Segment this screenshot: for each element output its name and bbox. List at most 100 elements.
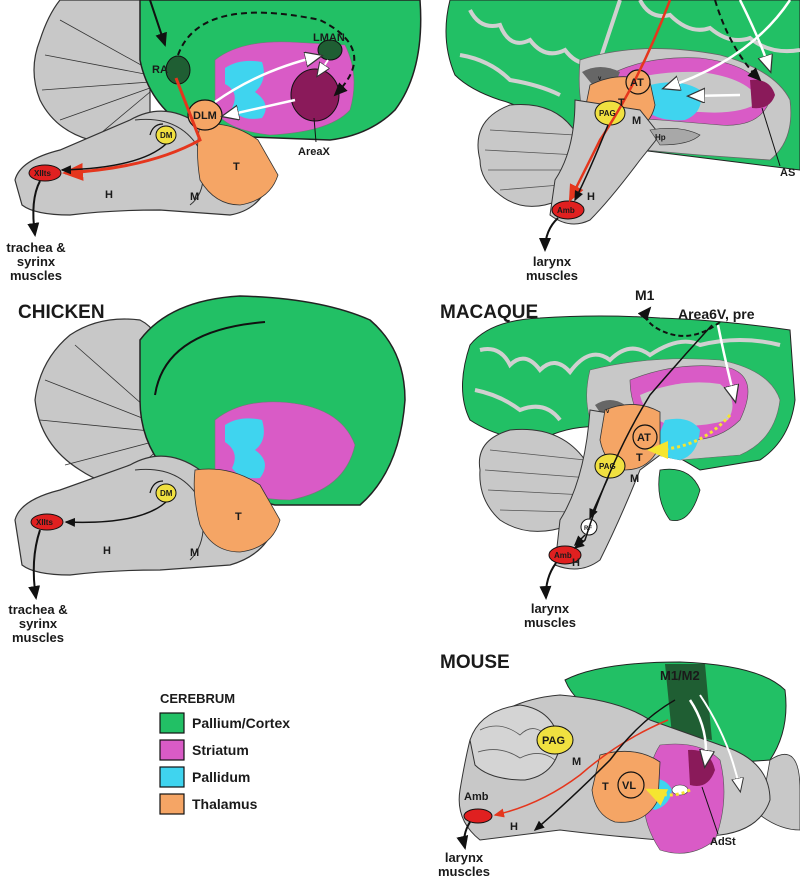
lman-nucleus <box>317 39 343 61</box>
label-xiits: XIIts <box>36 518 53 527</box>
pathway-xiits-to-muscles <box>28 529 41 600</box>
legend-swatch-pallidum <box>159 766 185 788</box>
label-as: AS <box>780 167 795 179</box>
label-muscles-line1: trachea & <box>8 602 67 617</box>
label-hindbrain: H <box>105 189 113 201</box>
legend-label-pallidum: Pallidum <box>192 769 250 785</box>
label-hp: Hp <box>655 133 666 142</box>
pathway-yellow-dorsal <box>647 414 732 459</box>
pathway-white-3 <box>690 95 741 96</box>
pathway-rf-to-amb <box>573 534 586 547</box>
label-vl: VL <box>622 780 636 792</box>
amb-nucleus <box>463 808 493 824</box>
pathway-lman-to-areax <box>318 59 328 75</box>
label-ventricle: v <box>606 409 610 415</box>
thalamus <box>197 123 279 206</box>
pathway-dashed-loop <box>177 11 356 97</box>
label-muscles-line1: larynx <box>533 254 572 269</box>
label-hindbrain: H <box>510 821 518 833</box>
label-midbrain: M <box>190 547 199 559</box>
pathway-dashed <box>714 0 762 82</box>
amb-nucleus <box>551 200 585 220</box>
label-muscles-line2: syrinx <box>17 254 56 269</box>
label-ra: RA <box>152 64 168 76</box>
human-panel: AT T PAG M v Hp Amb H AS larynx muscles <box>445 0 800 283</box>
vl-nucleus <box>617 771 645 799</box>
label-thalamus: T <box>636 452 643 464</box>
label-amb: Amb <box>554 551 572 560</box>
cerebellum <box>34 318 166 491</box>
label-muscles-line2: muscles <box>524 615 576 630</box>
legend-label-pallium: Pallium/Cortex <box>192 715 290 731</box>
macaque-title: MACAQUE <box>440 302 538 323</box>
pathway-cortex-to-amb <box>573 324 713 549</box>
label-adst: AdSt <box>710 836 736 848</box>
label-midbrain: M <box>190 191 199 203</box>
label-muscles-line2: syrinx <box>19 616 58 631</box>
pathway-black-pag-amb <box>574 124 609 202</box>
label-dm: DM <box>160 489 173 498</box>
mouse-title: MOUSE <box>440 652 510 673</box>
pathway-areax-to-dlm <box>224 98 296 116</box>
legend-title: CEREBRUM <box>160 691 235 706</box>
mouse-panel: MOUSE M <box>438 652 800 879</box>
label-muscles-line1: trachea & <box>6 240 65 255</box>
label-ventricle: v <box>598 76 602 82</box>
amb-nucleus <box>548 545 582 565</box>
pallidum <box>225 418 265 479</box>
label-pag: PAG <box>599 462 616 471</box>
label-areax: AreaX <box>298 146 330 158</box>
pathway-xiits-to-muscles <box>27 180 41 237</box>
label-lman: LMAN <box>313 32 345 44</box>
hippocampus <box>649 128 701 146</box>
label-hindbrain: H <box>572 557 580 569</box>
label-muscles-line2: muscles <box>438 864 490 879</box>
label-midbrain: M <box>630 473 639 485</box>
pathway-dashed-loop <box>637 306 721 337</box>
pathway-m1-white-2 <box>699 694 740 790</box>
pathway-amb-to-muscles <box>539 562 557 600</box>
pag-nucleus <box>594 453 626 479</box>
label-hindbrain: H <box>587 191 595 203</box>
label-amb: Amb <box>557 206 575 215</box>
legend-swatch-pallium <box>159 712 185 734</box>
label-at: AT <box>637 432 651 444</box>
pag-nucleus <box>536 725 574 755</box>
pathway-m1-to-striatum-white <box>688 699 706 765</box>
thalamus <box>193 468 281 553</box>
areax-nucleus <box>290 68 340 122</box>
pathway-red-m1-to-amb <box>493 719 669 818</box>
label-xiits: XIIts <box>34 169 51 178</box>
pathway-dm-to-xiits <box>60 143 167 175</box>
pathway-dm-to-xiits <box>64 501 167 527</box>
legend-swatch-striatum <box>159 739 185 761</box>
legend-swatch-thalamus <box>159 793 185 815</box>
songbird-panel: RA LMAN DLM DM XIIts T H M AreaX trachea… <box>6 0 422 283</box>
label-thalamus: T <box>602 781 609 793</box>
label-pag: PAG <box>542 735 565 747</box>
pathway-white-cortex-to-striatum <box>716 324 735 400</box>
label-muscles-line3: muscles <box>12 630 64 645</box>
label-amb: Amb <box>464 791 489 803</box>
label-at: AT <box>630 77 644 89</box>
label-area6v: Area6V, pre <box>678 306 755 322</box>
label-rf: RF <box>584 526 592 532</box>
chicken-panel: CHICKEN DM XIIts T H M trachea & syrin <box>8 295 406 645</box>
label-thalamus: T <box>618 97 625 109</box>
label-muscles-line2: muscles <box>526 268 578 283</box>
legend-label-thalamus: Thalamus <box>192 796 258 812</box>
label-m1: M1 <box>635 287 655 303</box>
pathway-black-m1-stem <box>533 699 676 831</box>
label-midbrain: M <box>572 756 581 768</box>
pathway-pag-to-rf <box>589 477 609 520</box>
label-pag: PAG <box>599 109 616 118</box>
label-dm: DM <box>160 131 173 140</box>
as-region <box>750 79 775 109</box>
label-muscles-line1: larynx <box>531 601 570 616</box>
xiits-nucleus <box>30 513 64 531</box>
label-hindbrain: H <box>103 545 111 557</box>
pathway-ra-to-xiits <box>62 77 202 181</box>
label-dlm: DLM <box>193 110 217 122</box>
